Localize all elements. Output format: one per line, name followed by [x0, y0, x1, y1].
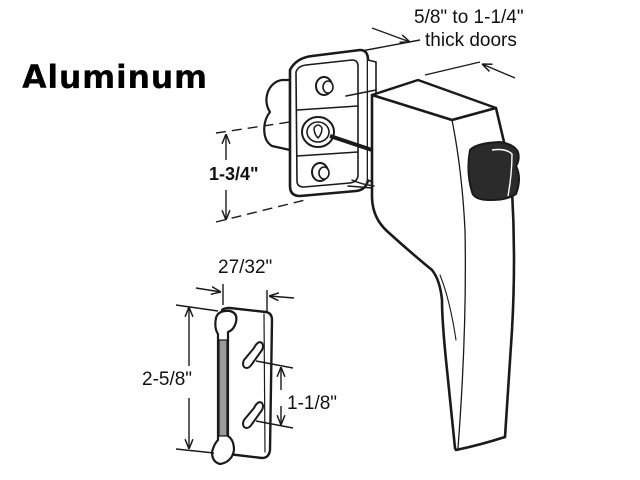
strike-height-dimension	[175, 304, 219, 454]
hole-spacing-label: 1-3/4"	[209, 164, 259, 184]
door-thickness-label-line2: thick doors	[425, 30, 517, 51]
door-thickness-label-line1: 5/8" to 1-1/4"	[414, 7, 524, 28]
strike-width-dimension	[195, 284, 295, 312]
strike-height-label: 2-5/8"	[142, 369, 193, 390]
spindle	[329, 134, 373, 152]
push-button	[467, 141, 520, 201]
strike-hole-spacing-label: 1-1/8"	[287, 393, 338, 414]
material-title: Aluminum	[22, 58, 208, 96]
hole-spacing-dimension	[215, 121, 306, 223]
strike-hole-spacing-dimension	[255, 360, 294, 429]
mounting-plate	[263, 48, 377, 198]
handle	[345, 78, 516, 452]
strike-plate	[210, 306, 274, 466]
strike-width-label: 27/32"	[218, 257, 273, 278]
